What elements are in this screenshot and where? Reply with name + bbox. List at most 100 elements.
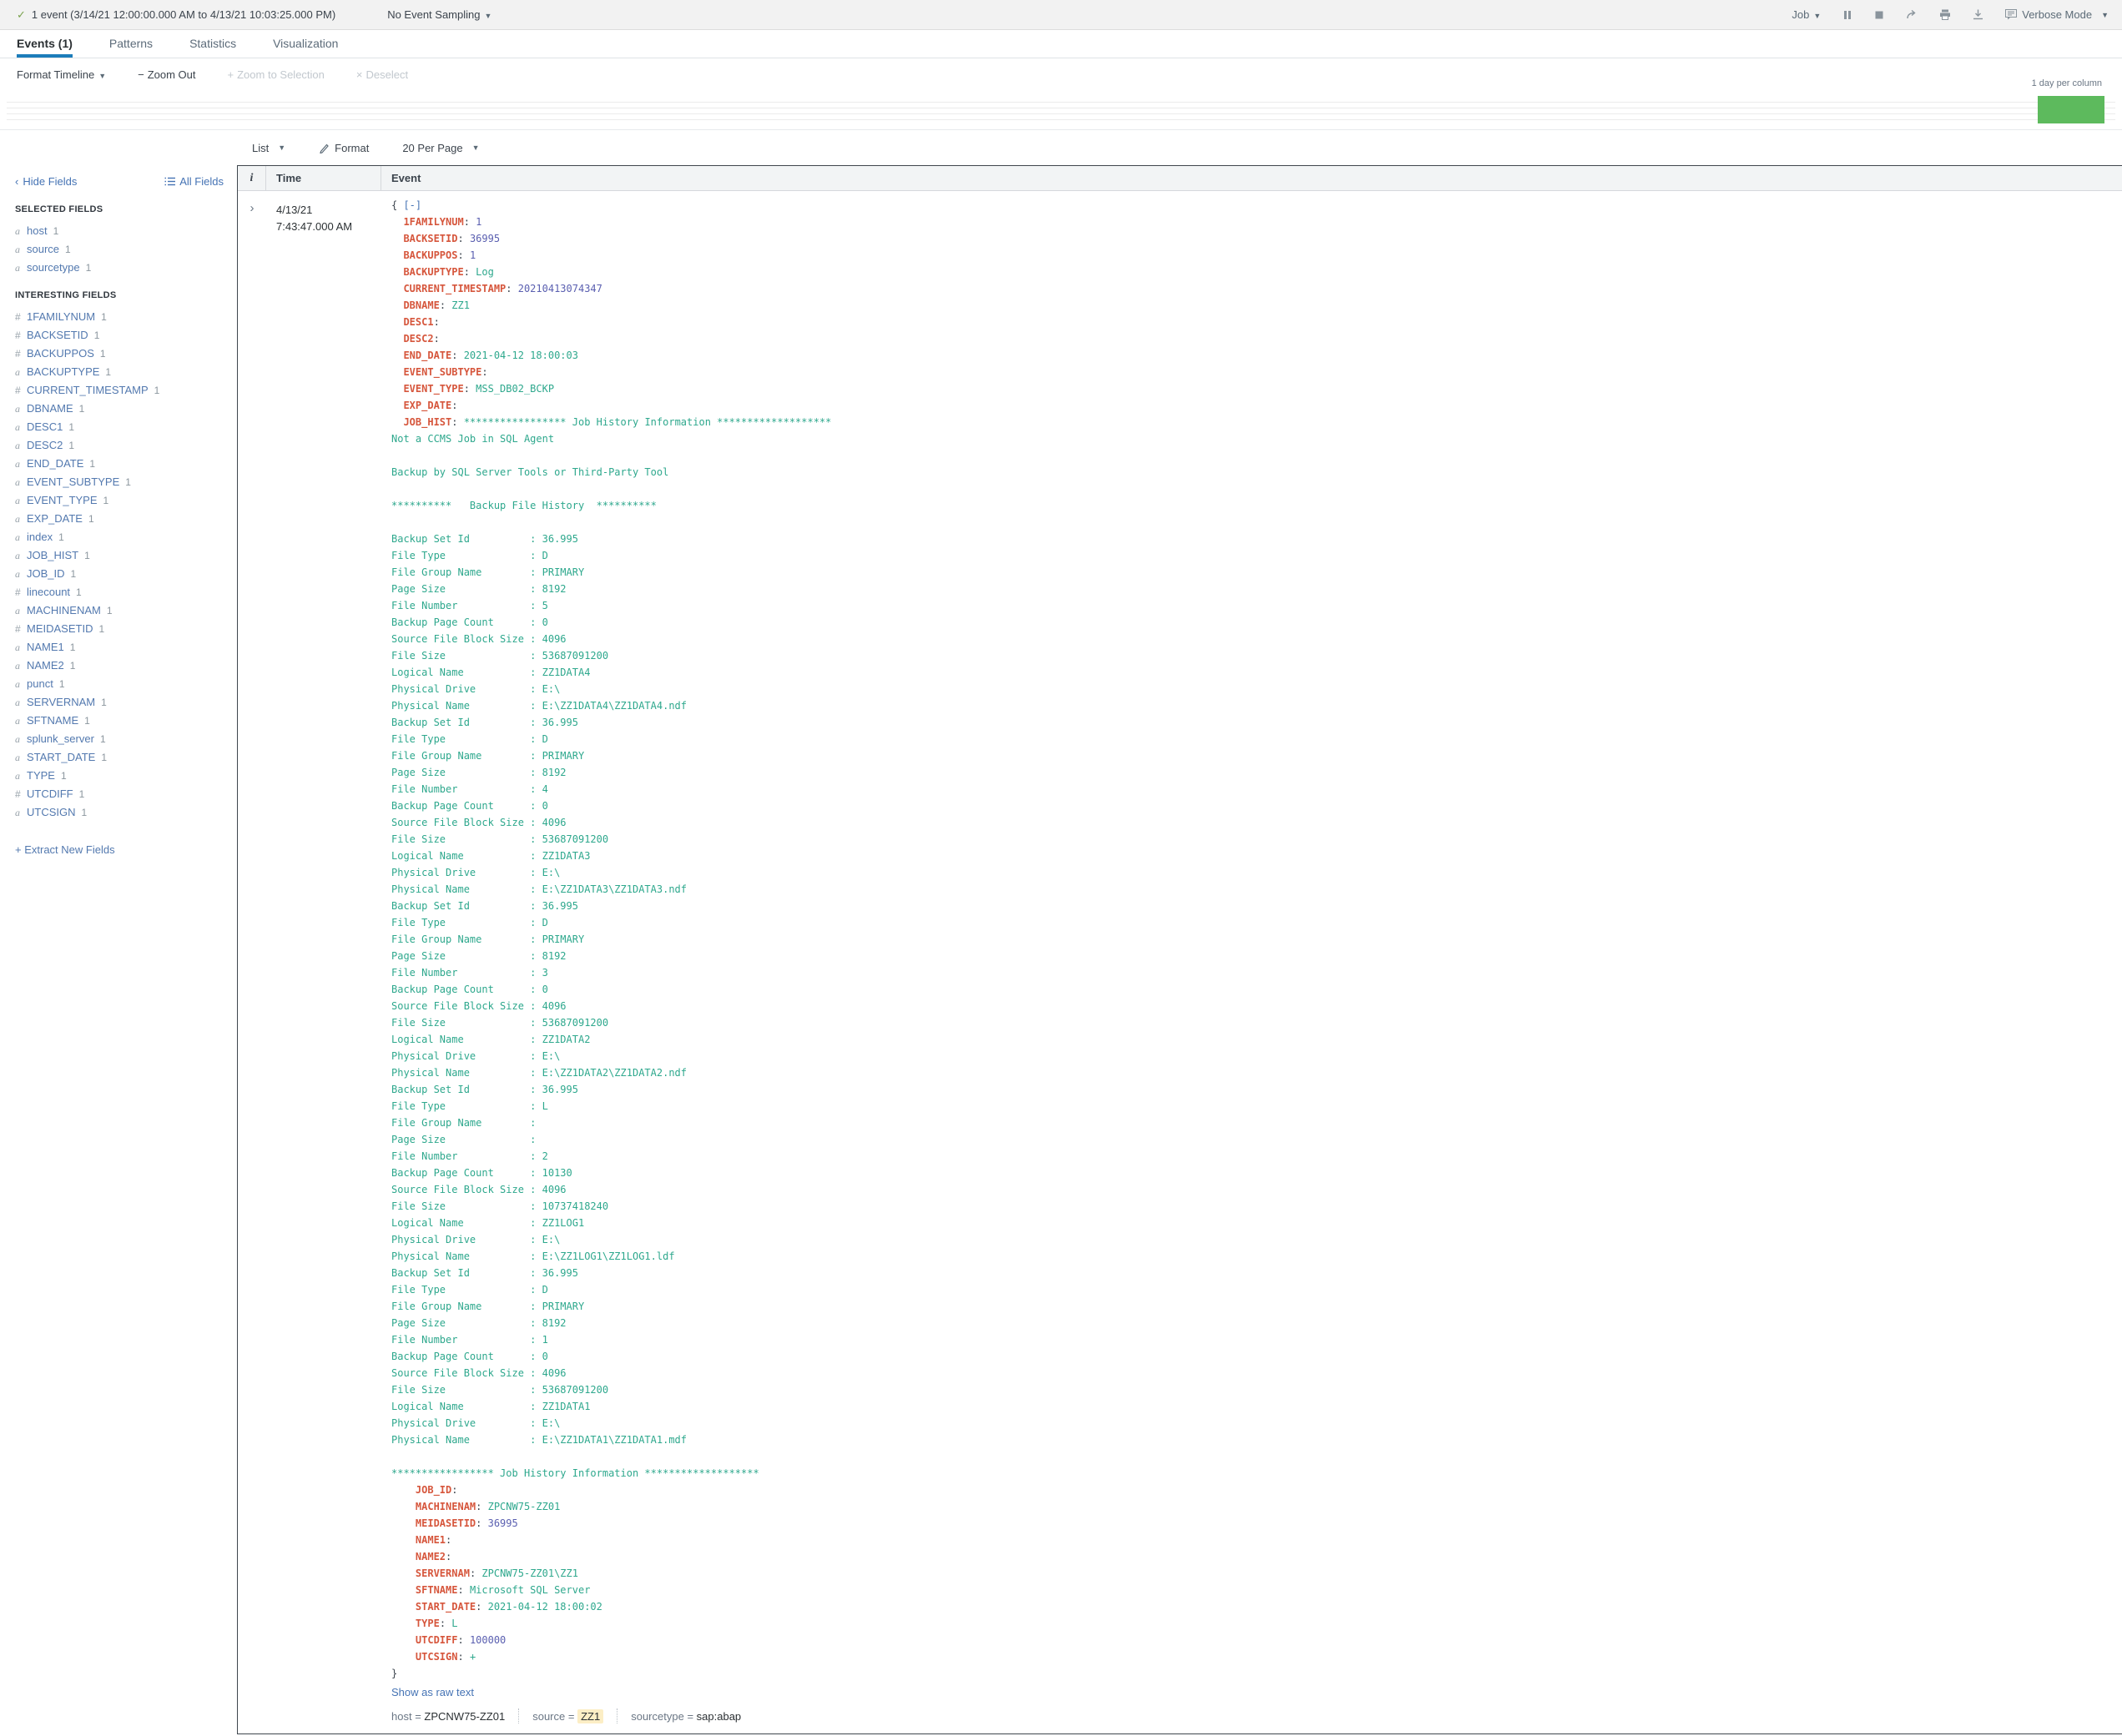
export-button[interactable] bbox=[1973, 9, 1983, 20]
json-value[interactable]: 100000 bbox=[469, 1634, 507, 1646]
json-key[interactable]: DESC2 bbox=[403, 333, 434, 345]
json-key[interactable]: UTCDIFF bbox=[415, 1634, 458, 1646]
extract-new-fields-link[interactable]: + Extract New Fields bbox=[15, 843, 115, 856]
share-button[interactable] bbox=[1906, 9, 1918, 20]
field-name[interactable]: TYPE bbox=[27, 769, 55, 782]
json-key[interactable]: BACKSETID bbox=[403, 233, 458, 244]
format-timeline-dropdown[interactable]: Format Timeline▼ bbox=[17, 68, 107, 81]
field-name[interactable]: DESC2 bbox=[27, 439, 63, 451]
json-key[interactable]: MACHINENAM bbox=[415, 1501, 476, 1512]
list-view-dropdown[interactable]: List▼ bbox=[252, 141, 286, 154]
json-key[interactable]: BACKUPPOS bbox=[403, 249, 458, 261]
json-key[interactable]: START_DATE bbox=[415, 1601, 476, 1613]
json-key[interactable]: SERVERNAM bbox=[415, 1567, 470, 1579]
all-fields-button[interactable]: All Fields bbox=[164, 175, 224, 188]
tab-statistics[interactable]: Statistics bbox=[189, 36, 237, 50]
hide-fields-button[interactable]: ‹Hide Fields bbox=[15, 175, 78, 188]
json-key[interactable]: UTCSIGN bbox=[415, 1651, 458, 1663]
deselect-button[interactable]: ×Deselect bbox=[355, 68, 409, 81]
event-timeline-chart[interactable] bbox=[0, 90, 2122, 130]
field-name[interactable]: JOB_HIST bbox=[27, 549, 79, 561]
json-value[interactable]: ZPCNW75-ZZ01 bbox=[487, 1501, 561, 1512]
json-value[interactable]: Log bbox=[476, 266, 494, 278]
field-name[interactable]: punct bbox=[27, 677, 53, 690]
field-name[interactable]: EVENT_SUBTYPE bbox=[27, 476, 120, 488]
sourcetype-field[interactable]: sourcetype = sap:abap bbox=[631, 1709, 742, 1723]
json-value[interactable]: L bbox=[451, 1618, 458, 1629]
field-name[interactable]: MACHINENAM bbox=[27, 604, 101, 616]
zoom-to-selection-button[interactable]: +Zoom to Selection bbox=[227, 68, 325, 81]
field-name[interactable]: END_DATE bbox=[27, 457, 84, 470]
field-name[interactable]: SERVERNAM bbox=[27, 696, 96, 708]
field-name[interactable]: MEIDASETID bbox=[27, 622, 93, 635]
pause-button[interactable] bbox=[1842, 10, 1852, 20]
field-name[interactable]: DESC1 bbox=[27, 420, 63, 433]
json-key[interactable]: DESC1 bbox=[403, 316, 434, 328]
field-name[interactable]: UTCSIGN bbox=[27, 806, 76, 818]
json-key[interactable]: END_DATE bbox=[403, 350, 452, 361]
show-raw-text-link[interactable]: Show as raw text bbox=[391, 1686, 474, 1698]
job-menu[interactable]: Job▼ bbox=[1792, 8, 1822, 21]
json-value[interactable]: 1 bbox=[469, 249, 476, 261]
field-name[interactable]: linecount bbox=[27, 586, 71, 598]
json-value[interactable]: ***************** Job History Informatio… bbox=[463, 416, 832, 428]
json-value[interactable]: 36995 bbox=[487, 1517, 518, 1529]
json-key[interactable]: JOB_HIST bbox=[403, 416, 452, 428]
tab-events[interactable]: Events (1) bbox=[17, 30, 73, 58]
field-name[interactable]: BACKSETID bbox=[27, 329, 88, 341]
json-key[interactable]: MEIDASETID bbox=[415, 1517, 476, 1529]
event-expand-cell[interactable]: › bbox=[238, 191, 266, 1733]
field-name[interactable]: 1FAMILYNUM bbox=[27, 310, 96, 323]
json-key[interactable]: 1FAMILYNUM bbox=[403, 216, 464, 228]
json-key[interactable]: NAME1 bbox=[415, 1534, 446, 1546]
field-name[interactable]: sourcetype bbox=[27, 261, 80, 274]
json-key[interactable]: CURRENT_TIMESTAMP bbox=[403, 283, 507, 294]
json-value[interactable]: 20210413074347 bbox=[517, 283, 602, 294]
field-name[interactable]: EVENT_TYPE bbox=[27, 494, 98, 506]
field-name[interactable]: NAME1 bbox=[27, 641, 64, 653]
json-value[interactable]: ZZ1 bbox=[451, 299, 470, 311]
field-name[interactable]: BACKUPTYPE bbox=[27, 365, 100, 378]
json-key[interactable]: SFTNAME bbox=[415, 1584, 458, 1596]
json-key[interactable]: EVENT_SUBTYPE bbox=[403, 366, 482, 378]
json-key[interactable]: EVENT_TYPE bbox=[403, 383, 464, 395]
column-header-event[interactable]: Event bbox=[391, 172, 421, 184]
field-name[interactable]: START_DATE bbox=[27, 751, 96, 763]
host-field[interactable]: host = ZPCNW75-ZZ01 bbox=[391, 1709, 506, 1723]
field-name[interactable]: source bbox=[27, 243, 60, 255]
field-name[interactable]: DBNAME bbox=[27, 402, 73, 415]
field-name[interactable]: UTCDIFF bbox=[27, 787, 73, 800]
zoom-out-button[interactable]: −Zoom Out bbox=[138, 68, 196, 81]
json-key[interactable]: NAME2 bbox=[415, 1551, 446, 1562]
json-value[interactable]: ZPCNW75-ZZ01\ZZ1 bbox=[481, 1567, 578, 1579]
json-value[interactable]: MSS_DB02_BCKP bbox=[476, 383, 555, 395]
json-key[interactable]: TYPE bbox=[415, 1618, 440, 1629]
json-value[interactable]: 2021-04-12 18:00:03 bbox=[463, 350, 578, 361]
field-name[interactable]: NAME2 bbox=[27, 659, 64, 672]
column-header-time[interactable]: Time bbox=[266, 166, 381, 190]
json-value[interactable]: Microsoft SQL Server bbox=[469, 1584, 591, 1596]
event-sampling-dropdown[interactable]: No Event Sampling▼ bbox=[387, 8, 492, 21]
json-value[interactable]: + bbox=[469, 1651, 476, 1663]
